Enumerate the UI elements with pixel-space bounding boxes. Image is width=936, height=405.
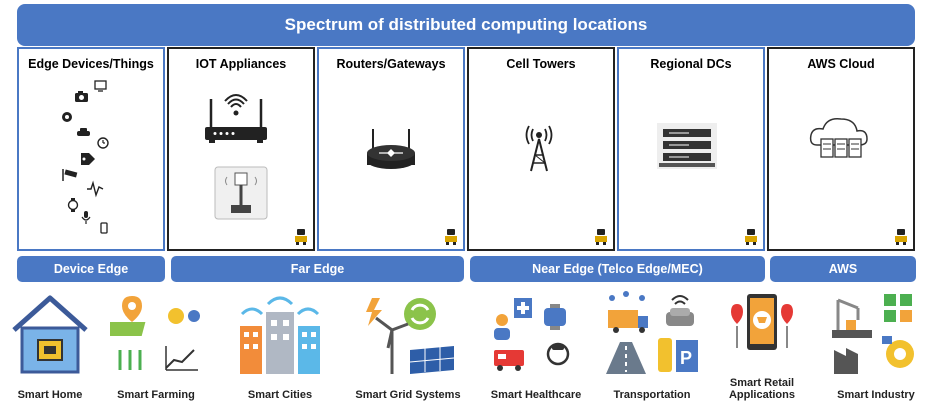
microphone-icon	[81, 211, 91, 224]
svg-text:P: P	[680, 348, 692, 368]
smart-retail-icon	[731, 294, 793, 350]
robot-icon	[595, 229, 607, 245]
app-smart-retail: Smart Retail Applications	[712, 288, 812, 403]
robot-icon	[445, 229, 457, 245]
app-label: Smart Home	[17, 389, 83, 401]
app-label: Smart Grid Systems	[355, 389, 461, 401]
watch-icon	[67, 198, 79, 212]
smart-farming-icon	[110, 296, 200, 371]
app-label: Smart Healthcare	[490, 389, 582, 401]
app-smart-healthcare: Smart Healthcare	[484, 288, 588, 403]
column-regional-dcs: Regional DCs	[617, 47, 765, 251]
smart-industry-icon	[832, 294, 914, 374]
heartbeat-icon	[87, 180, 104, 198]
band-aws: AWS	[770, 256, 916, 282]
band-device-edge: Device Edge	[17, 256, 165, 282]
column-title: AWS Cloud	[807, 57, 875, 71]
cloud-servers-icon	[809, 117, 868, 158]
column-title: IOT Appliances	[195, 57, 287, 71]
transportation-icon: P	[606, 291, 698, 374]
robot-icon	[295, 229, 307, 245]
column-title: Routers/Gateways	[336, 57, 446, 71]
edge-devices-icons	[62, 80, 109, 234]
wifi-router-icon	[205, 94, 267, 143]
camera-icon	[75, 91, 88, 102]
car-icon	[77, 128, 90, 136]
smart-grid-icon	[366, 298, 455, 374]
app-label: Smart Industry	[837, 389, 915, 401]
alarm-clock-icon	[97, 137, 109, 149]
column-routers-gateways: Routers/Gateways	[317, 47, 465, 251]
column-aws-cloud: AWS Cloud	[767, 47, 915, 251]
gear-icon	[62, 112, 72, 122]
app-label: Transportation	[613, 389, 691, 401]
column-edge-devices: Edge Devices/Things	[17, 47, 165, 251]
column-cell-towers: Cell Towers	[467, 47, 615, 251]
column-title: Edge Devices/Things	[28, 57, 154, 71]
robot-icon	[895, 229, 907, 245]
monitor-icon	[94, 80, 107, 92]
robot-icon	[745, 229, 757, 245]
column-title: Cell Towers	[506, 57, 576, 71]
app-smart-home: Smart Home	[4, 288, 96, 403]
app-smart-industry: Smart Industry	[824, 288, 928, 403]
column-title: Regional DCs	[650, 57, 732, 71]
band-far-edge: Far Edge	[171, 256, 464, 282]
app-label: Smart Cities	[247, 389, 313, 401]
band-near-edge: Near Edge (Telco Edge/MEC)	[470, 256, 765, 282]
tag-icon	[81, 153, 95, 165]
diagram-title: Spectrum of distributed computing locati…	[17, 4, 915, 46]
app-smart-farming: Smart Farming	[108, 288, 204, 403]
cctv-icon	[62, 169, 78, 181]
cell-tower-icon	[525, 125, 553, 172]
app-label: Smart Retail Applications	[728, 377, 795, 401]
column-iot-appliances: IOT Appliances	[167, 47, 315, 251]
phone-icon	[100, 222, 108, 234]
app-smart-grid-systems: Smart Grid Systems	[352, 288, 464, 403]
router-icon	[367, 129, 415, 169]
smart-healthcare-icon	[494, 298, 570, 371]
app-label: Smart Farming	[117, 389, 195, 401]
server-rack-icon	[657, 123, 717, 169]
app-smart-cities: Smart Cities	[230, 288, 330, 403]
app-transportation: P Transportation	[600, 288, 704, 403]
smart-cities-icon	[240, 296, 320, 374]
smart-home-icon	[12, 295, 88, 374]
smart-meter-icon	[214, 166, 268, 220]
